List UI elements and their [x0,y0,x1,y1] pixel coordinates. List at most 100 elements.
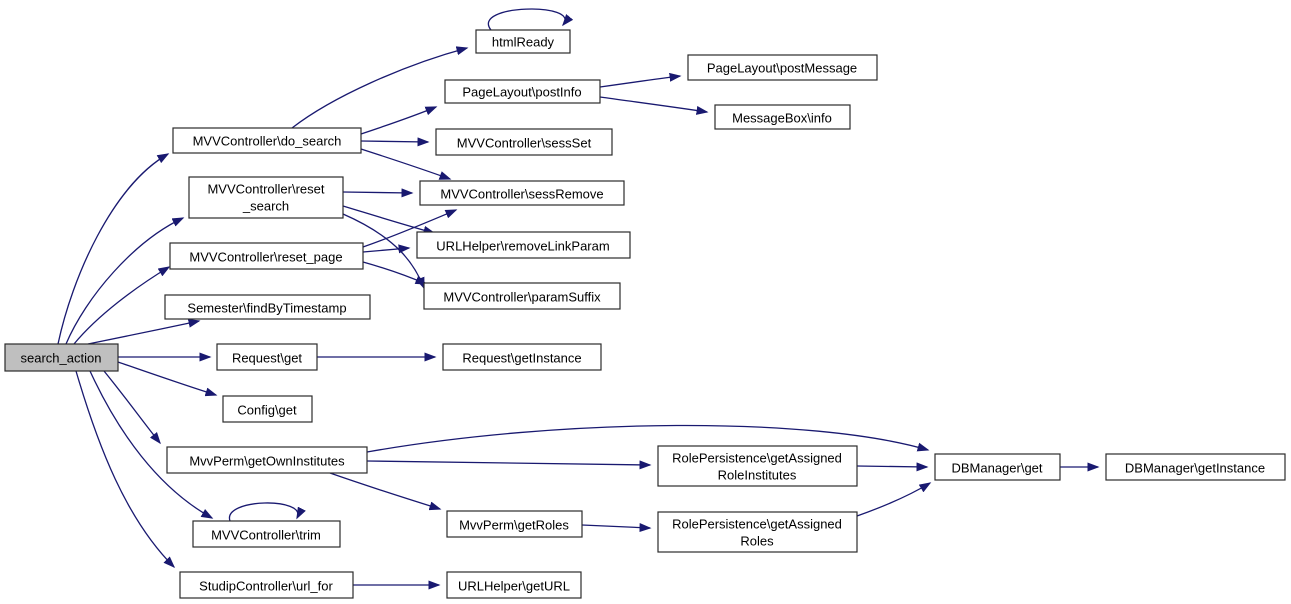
node-box [475,29,571,54]
node-label-line1: MVVController\reset [207,181,324,196]
node-rolepersistence-getassignedroleinstitutes[interactable]: RolePersistence\getAssigned RoleInstitut… [657,445,858,487]
node-label: MVVController\trim [211,527,321,542]
edges-layer [57,8,1100,590]
node-urlhelper-removelinkparam[interactable]: URLHelper\removeLinkParam [416,231,631,259]
node-dbmanager-getinstance[interactable]: DBManager\getInstance [1105,453,1286,481]
node-request-get[interactable]: Request\get [216,343,318,371]
node-label: Request\getInstance [462,350,581,365]
node-label-line2: RoleInstitutes [718,467,797,482]
node-box [419,180,625,206]
node-mvvcontroller-sessset[interactable]: MVVController\sessSet [435,128,613,156]
edge-search-action-to-getowninstitutes [103,370,161,445]
node-box [216,343,318,371]
node-box [169,242,364,270]
node-urlhelper-geturl[interactable]: URLHelper\getURL [446,571,582,599]
node-messagebox-info[interactable]: MessageBox\info [714,104,851,130]
node-label: MVVController\sessSet [457,135,592,150]
node-studipcontroller-url-for[interactable]: StudipController\url_for [179,571,354,599]
node-label: PageLayout\postMessage [707,60,857,75]
node-label: StudipController\url_for [199,578,333,593]
node-box [714,104,851,130]
node-mvvcontroller-paramsuffix[interactable]: MVVController\paramSuffix [423,282,621,310]
node-request-getinstance[interactable]: Request\getInstance [442,343,602,371]
edge-getassignedroleinstitutes-to-dbmanager-get [856,462,929,472]
node-box [442,343,602,371]
node-box [4,343,119,372]
node-box [444,79,601,104]
node-mvvcontroller-trim[interactable]: MVVController\trim [192,520,341,548]
node-dbmanager-get[interactable]: DBManager\get [934,453,1061,481]
edge-getowninstitutes-to-dbmanager-get [366,424,930,453]
edge-reset-page-to-sessremove [362,209,458,248]
edge-getroles-to-getassignedroles [581,523,652,533]
node-label: Semester\findByTimestamp [187,300,346,315]
node-label: DBManager\getInstance [1125,460,1265,475]
node-label-line1: RolePersistence\getAssigned [672,450,842,465]
edge-search-action-to-url-for [75,370,176,569]
node-mvvcontroller-do-search[interactable]: MVVController\do_search [172,127,362,154]
node-box [179,571,354,599]
node-box [164,294,371,320]
edge-search-action-to-reset-search [65,217,185,345]
node-semester-findbytimestamp[interactable]: Semester\findByTimestamp [164,294,371,320]
node-label: MVVController\reset_page [189,249,342,264]
edge-trim-self-loop [229,502,306,522]
node-rolepersistence-getassignedroles[interactable]: RolePersistence\getAssigned Roles [657,511,858,553]
edge-search-action-to-trim [89,370,214,519]
node-label-line1: RolePersistence\getAssigned [672,516,842,531]
node-label: Config\get [237,402,297,417]
node-label: Request\get [232,350,302,365]
node-label: htmlReady [492,34,555,49]
node-label: DBManager\get [951,460,1042,475]
node-label: MVVController\sessRemove [440,186,603,201]
node-box [657,511,858,553]
node-box [188,176,344,219]
node-mvvcontroller-sessremove[interactable]: MVVController\sessRemove [419,180,625,206]
node-mvvperm-getroles[interactable]: MvvPerm\getRoles [446,510,583,538]
node-box [222,395,313,423]
edge-search-action-to-reset-page [73,266,171,345]
edge-getowninstitutes-to-getroles [329,472,442,511]
edge-do-search-to-sessset [360,137,430,147]
edge-do-search-to-sessremove [360,148,452,180]
node-label: MvvPerm\getRoles [459,517,569,532]
node-mvvcontroller-reset-page[interactable]: MVVController\reset_page [169,242,364,270]
node-box [657,445,858,487]
node-mvvperm-getowninstitutes[interactable]: MvvPerm\getOwnInstitutes [166,446,368,474]
node-htmlready[interactable]: htmlReady [475,29,571,54]
node-label: PageLayout\postInfo [462,84,581,99]
node-label-line2: _search [242,198,289,213]
edge-search-action-to-config-get [117,361,218,397]
edge-search-action-to-findbytimestamp [87,318,201,345]
node-label: MessageBox\info [732,110,832,125]
edge-search-action-to-do-search [57,153,170,345]
edge-do-search-to-htmlready [291,46,469,129]
node-search-action[interactable]: search_action [4,343,119,372]
node-box [192,520,341,548]
node-box [166,446,368,474]
node-box [934,453,1061,481]
node-box [1105,453,1286,481]
node-label: MVVController\paramSuffix [443,289,601,304]
node-label: URLHelper\removeLinkParam [436,238,609,253]
node-box [446,571,582,599]
node-pagelayout-postmessage[interactable]: PageLayout\postMessage [687,54,878,81]
node-pagelayout-postinfo[interactable]: PageLayout\postInfo [444,79,601,104]
node-box [172,127,362,154]
node-box [446,510,583,538]
edge-getassignedroles-to-dbmanager-get [856,482,932,517]
node-box [416,231,631,259]
node-label: URLHelper\getURL [458,578,570,593]
node-label-line2: Roles [740,533,774,548]
node-mvvcontroller-reset-search[interactable]: MVVController\reset _search [188,176,344,219]
edge-getowninstitutes-to-getassignedroleinstitutes [366,460,652,470]
node-label: search_action [21,350,102,365]
edge-do-search-to-postinfo [360,106,438,135]
edge-reset-search-to-removelinkparam [342,205,436,235]
edge-postinfo-to-postmessage [599,72,682,88]
node-config-get[interactable]: Config\get [222,395,313,423]
edge-reset-page-to-removelinkparam [362,244,411,254]
node-box [423,282,621,310]
